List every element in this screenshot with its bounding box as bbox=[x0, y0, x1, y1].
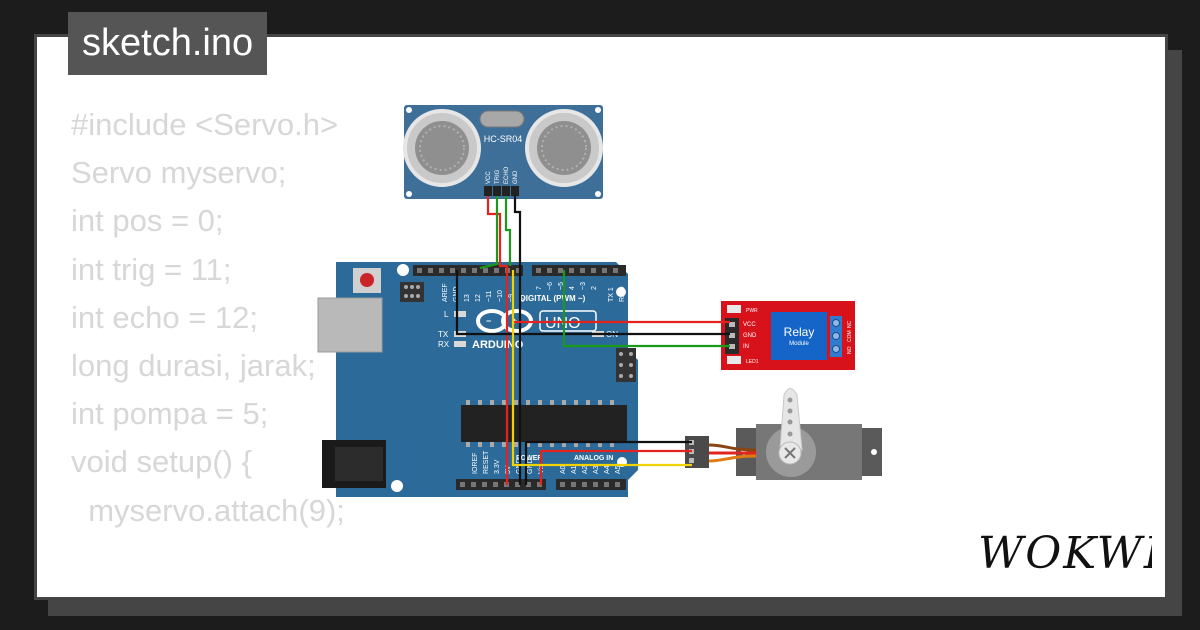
relay-module[interactable]: PWR LED1 VCC GND IN Relay Module NO COM … bbox=[721, 301, 855, 370]
relay-title: Relay bbox=[784, 325, 815, 339]
sensor-pin-label: ECHO bbox=[504, 166, 510, 184]
code-line: void setup() { bbox=[71, 444, 252, 480]
right-transducer bbox=[525, 109, 603, 187]
code-line: int pos = 0; bbox=[71, 203, 224, 239]
led-rx bbox=[454, 341, 466, 347]
servo-horn bbox=[779, 388, 803, 451]
power-label: POWER bbox=[516, 455, 542, 462]
pin-label: IOREF bbox=[472, 453, 479, 474]
crystal bbox=[479, 110, 525, 128]
board-brand: ARDUINO bbox=[472, 339, 524, 351]
wire-servo-signal bbox=[511, 270, 692, 467]
sensor-name: HC-SR04 bbox=[484, 134, 523, 144]
code-line: int echo = 12; bbox=[71, 299, 258, 335]
sensor-pin-label: GND bbox=[513, 170, 519, 184]
pin-label: A4 bbox=[604, 465, 611, 474]
file-tab[interactable]: sketch.ino bbox=[68, 12, 268, 75]
code-line: int pompa = 5; bbox=[71, 396, 269, 432]
code-line: myservo.attach(9); bbox=[71, 492, 345, 528]
analog-label: ANALOG IN bbox=[574, 455, 613, 462]
pin-label: A3 bbox=[593, 465, 600, 474]
board-model: UNO bbox=[545, 315, 581, 332]
microcontroller-chip bbox=[461, 405, 627, 442]
pin-label: TX 1 bbox=[608, 287, 615, 302]
relay-subtitle: Module bbox=[789, 341, 809, 347]
wokwi-logo: WOKWI bbox=[978, 528, 1152, 579]
pin-label: 7 bbox=[536, 286, 543, 290]
code-line: int trig = 11; bbox=[71, 251, 232, 287]
wire-relay-gnd bbox=[455, 270, 730, 336]
usb-connector bbox=[317, 297, 383, 353]
pin-label: RESET bbox=[483, 450, 490, 474]
svg-text:−: − bbox=[486, 316, 491, 326]
wire-sensor-trig bbox=[479, 196, 499, 270]
wire-servo-vcc bbox=[539, 449, 692, 485]
pin-label: 3.3V bbox=[494, 459, 501, 474]
pin-label: ~10 bbox=[497, 290, 504, 302]
pin-label: 13 bbox=[464, 294, 471, 302]
led-label: TX bbox=[438, 330, 449, 339]
relay-pwr-label: PWR bbox=[746, 308, 758, 314]
pin-label: ~11 bbox=[486, 291, 493, 302]
pin-label: ~5 bbox=[558, 282, 565, 290]
relay-pin-label: VCC bbox=[743, 322, 756, 328]
led-l bbox=[454, 311, 466, 317]
pin-label: AREF bbox=[442, 283, 449, 302]
code-line: #include <Servo.h> bbox=[71, 107, 339, 142]
servo-motor[interactable] bbox=[685, 388, 882, 481]
code-line: Servo myservo; bbox=[71, 155, 287, 191]
wire-relay-in bbox=[562, 270, 730, 348]
relay-pin-label: IN bbox=[743, 344, 749, 350]
digital-label: DIGITAL (PWM ~) bbox=[520, 294, 586, 303]
pin-label: 2 bbox=[591, 286, 598, 290]
code-line: long durasi, jarak; bbox=[71, 348, 316, 384]
pin-label: GND bbox=[527, 458, 534, 474]
pin-label: 12 bbox=[475, 294, 482, 302]
header-top-right bbox=[532, 265, 626, 276]
relay-pin-label: GND bbox=[743, 333, 757, 339]
pin-label: ~3 bbox=[580, 282, 587, 290]
pin-label: A1 bbox=[571, 465, 578, 474]
relay-cube bbox=[771, 312, 827, 360]
pin-label: A5 bbox=[615, 465, 622, 474]
header-top-left bbox=[413, 265, 523, 276]
pin-label: 4 bbox=[569, 286, 576, 290]
led-label: L bbox=[444, 310, 449, 319]
header-bottom-right bbox=[556, 479, 626, 490]
icsp-header bbox=[616, 348, 636, 382]
relay-terminal-label: NC bbox=[847, 320, 853, 328]
code-preview: #include <Servo.h> Servo myservo; int pos … bbox=[71, 101, 345, 535]
wire-sensor-gnd bbox=[513, 196, 522, 485]
pin-label: 8 bbox=[519, 298, 526, 302]
wire-servo-gnd bbox=[524, 440, 692, 485]
pin-label: 5V bbox=[505, 465, 512, 474]
sensor-pin-label: VCC bbox=[486, 171, 492, 184]
pin-label: A0 bbox=[560, 465, 567, 474]
wire-sensor-vcc bbox=[486, 196, 509, 485]
relay-led-label: LED1 bbox=[746, 359, 759, 365]
pin-label: A2 bbox=[582, 465, 589, 474]
sensor-pin-label: TRIG bbox=[495, 169, 501, 184]
reset-button-cap bbox=[360, 273, 374, 287]
relay-terminal-label: NO bbox=[847, 346, 853, 354]
pin-label: RX 0 bbox=[619, 286, 626, 302]
wires bbox=[455, 196, 730, 485]
ultrasonic-sensor[interactable]: HC-SR04 VCC TRIG ECHO GND bbox=[403, 105, 603, 199]
wire-sensor-echo bbox=[504, 196, 512, 266]
header-bottom-left bbox=[456, 479, 546, 490]
left-transducer bbox=[403, 109, 481, 187]
pin-label: ~9 bbox=[508, 294, 515, 302]
logo-text: WOKWI bbox=[978, 528, 1152, 579]
arduino-uno[interactable]: AREF GND 13 12 ~11 ~10 ~9 8 7 ~6 ~5 4 ~3… bbox=[317, 262, 638, 497]
relay-terminal-label: COM bbox=[847, 330, 853, 342]
led-label: RX bbox=[438, 340, 450, 349]
pin-label: ~6 bbox=[547, 282, 554, 290]
